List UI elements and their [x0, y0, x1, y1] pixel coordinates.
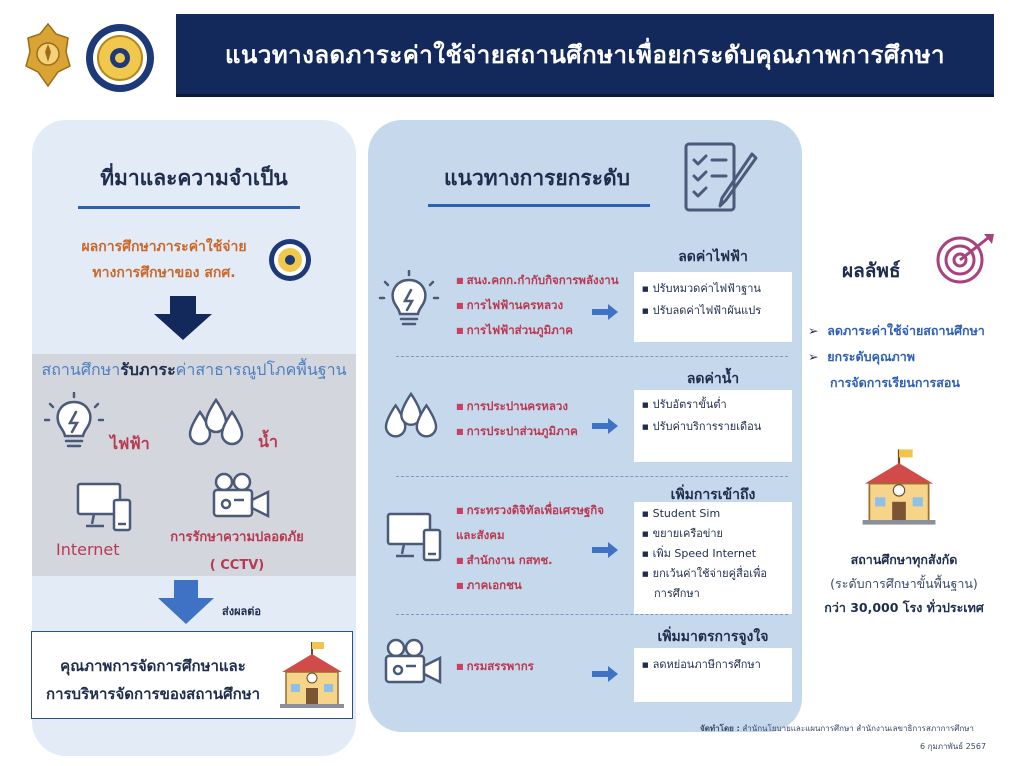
- checklist-pen-icon: [684, 142, 758, 212]
- source-line-2: ทางการศึกษาของ สกศ.: [92, 265, 236, 281]
- water-drops-section-icon: [384, 392, 438, 438]
- credit-label: จัดทำโดย :: [700, 724, 740, 733]
- action-item: ลดหย่อนภาษีการศึกษา: [634, 654, 792, 676]
- access-actions-box: Student Sim ขยายเครือข่าย เพิ่ม Speed In…: [634, 502, 792, 614]
- page-title: แนวทางลดภาระค่าใช้จ่ายสถานศึกษาเพื่อยกระ…: [224, 40, 946, 69]
- security-line-1: การรักษาความปลอดภัย: [170, 530, 304, 545]
- cctv-camera-icon: [212, 472, 270, 519]
- result-text: คุณภาพการจัดการศึกษาและ การบริหารจัดการข…: [40, 652, 266, 708]
- outcome-item: ➢ ลดภาระค่าใช้จ่ายสถานศึกษา: [808, 323, 985, 338]
- arrow-down-icon: [154, 296, 212, 340]
- action-item: ปรับค่าบริการรายเดือน: [634, 416, 792, 438]
- internet-label: Internet: [56, 540, 120, 559]
- school-line-2: (ระดับการศึกษาขั้นพื้นฐาน): [830, 576, 978, 591]
- computer-section-icon: [386, 512, 442, 562]
- agency-item: กรมสรรพากร: [456, 654, 534, 679]
- school-building-icon: [862, 449, 936, 525]
- impact-label: ส่งผลต่อ: [222, 605, 262, 618]
- cctv-camera-section-icon: [384, 638, 442, 685]
- agency-item: ภาคเอกชน: [456, 573, 604, 598]
- middle-panel-title: แนวทางการยกระดับ: [444, 166, 630, 190]
- action-item-continued: การศึกษา: [654, 587, 700, 600]
- agency-item: การประปานครหลวง: [456, 394, 578, 419]
- arrow-right-icon: [592, 542, 618, 558]
- agency-item: การไฟฟ้าส่วนภูมิภาค: [456, 318, 619, 343]
- action-item: ปรับอัตราขั้นต่ำ: [634, 394, 792, 416]
- water-drops-icon: [188, 398, 244, 446]
- agency-item: การไฟฟ้านครหลวง: [456, 293, 619, 318]
- result-line-1: คุณภาพการจัดการศึกษาและ: [60, 657, 246, 675]
- agency-item: สนง.คกก.กำกับกิจการพลังงาน: [456, 268, 619, 293]
- action-item: ปรับหมวดค่าไฟฟ้าฐาน: [634, 278, 792, 300]
- computer-icon: [76, 482, 132, 532]
- header-banner: แนวทางลดภาระค่าใช้จ่ายสถานศึกษาเพื่อยกระ…: [176, 14, 994, 97]
- onec-seal-icon: [86, 24, 154, 92]
- section-divider: [396, 476, 788, 477]
- utilities-band: [32, 354, 356, 576]
- arrow-right-icon: [592, 418, 618, 434]
- section-title-water: ลดค่าน้ำ: [686, 371, 740, 387]
- electricity-agencies: สนง.คกก.กำกับกิจการพลังงาน การไฟฟ้านครหล…: [456, 268, 619, 343]
- ministry-emblem-icon: [25, 22, 71, 88]
- source-text: ผลการศึกษาภาระค่าใช้จ่าย ทางการศึกษาของ …: [62, 234, 266, 286]
- date-label: 6 กุมภาพันธ์ 2567: [920, 742, 987, 751]
- burden-suffix: ค่าสาธารณูปโภคพื้นฐาน: [175, 360, 347, 379]
- action-item: เพิ่ม Speed Internet: [634, 544, 792, 564]
- school-summary: สถานศึกษาทุกสังกัด (ระดับการศึกษาขั้นพื้…: [810, 548, 998, 620]
- lightbulb-section-icon: [378, 270, 440, 326]
- action-item: ปรับลดค่าไฟฟ้าผันแปร: [634, 300, 792, 322]
- incentive-agencies: กรมสรรพากร: [456, 654, 534, 679]
- outcome-title: ผลลัพธ์: [842, 260, 901, 282]
- action-item: ขยายเครือข่าย: [634, 524, 792, 544]
- incentive-actions-box: ลดหย่อนภาษีการศึกษา: [634, 648, 792, 702]
- security-label: การรักษาความปลอดภัย ( CCTV): [154, 524, 320, 580]
- action-item: ยกเว้นค่าใช้จ่ายคู่สื่อเพื่อ: [634, 564, 792, 584]
- electricity-label: ไฟฟ้า: [110, 434, 150, 453]
- onec-seal-small-icon: [269, 239, 311, 281]
- agency-item: การประปาส่วนภูมิภาค: [456, 419, 578, 444]
- source-line-1: ผลการศึกษาภาระค่าใช้จ่าย: [81, 239, 247, 255]
- burden-prefix: สถานศึกษา: [41, 360, 121, 379]
- action-item: Student Sim: [634, 504, 792, 524]
- credit-text: สำนักนโยบายและแผนการศึกษา สำนักงานเลขาธิ…: [742, 724, 974, 733]
- agency-item: กระทรวงดิจิทัลเพื่อเศรษฐกิจ: [456, 498, 604, 523]
- outcome-text: ยกระดับคุณภาพ: [827, 349, 916, 364]
- arrow-right-icon: [592, 304, 618, 320]
- school-line-1: สถานศึกษาทุกสังกัด: [850, 552, 958, 567]
- credit-line: จัดทำโดย : สำนักนโยบายและแผนการศึกษา สำน…: [700, 722, 1000, 735]
- section-title-electricity: ลดค่าไฟฟ้า: [678, 249, 748, 265]
- water-agencies: การประปานครหลวง การประปาส่วนภูมิภาค: [456, 394, 578, 444]
- outcome-item: ➢ ยกระดับคุณภาพ: [808, 349, 916, 364]
- lightbulb-icon: [44, 392, 104, 448]
- electricity-actions-box: ปรับหมวดค่าไฟฟ้าฐาน ปรับลดค่าไฟฟ้าผันแปร: [634, 272, 792, 342]
- left-panel-title: ที่มาและความจำเป็น: [100, 166, 288, 190]
- water-label: น้ำ: [258, 432, 278, 451]
- school-line-3: กว่า 30,000 โรง ทั่วประเทศ: [824, 600, 984, 615]
- arrow-down-light-icon: [158, 580, 214, 624]
- agency-item-continued: และสังคม: [456, 528, 505, 542]
- access-agencies: กระทรวงดิจิทัลเพื่อเศรษฐกิจ และสังคม สำน…: [456, 498, 604, 598]
- section-divider: [396, 356, 788, 357]
- section-divider: [396, 614, 788, 615]
- burden-bold: รับภาระ: [120, 360, 176, 379]
- outcome-text: ลดภาระค่าใช้จ่ายสถานศึกษา: [827, 323, 985, 338]
- water-actions-box: ปรับอัตราขั้นต่ำ ปรับค่าบริการรายเดือน: [634, 390, 792, 462]
- security-line-2: ( CCTV): [209, 558, 265, 573]
- left-title-underline: [78, 206, 300, 209]
- middle-title-underline: [428, 204, 650, 207]
- outcome-text-continued: การจัดการเรียนการสอน: [830, 375, 960, 390]
- outcome-list: ➢ ลดภาระค่าใช้จ่ายสถานศึกษา ➢ ยกระดับคุณ…: [808, 318, 985, 396]
- agency-item: สำนักงาน กสทช.: [456, 548, 604, 573]
- result-line-2: การบริหารจัดการของสถานศึกษา: [45, 685, 260, 703]
- burden-text: สถานศึกษารับภาระค่าสาธารณูปโภคพื้นฐาน: [32, 358, 356, 383]
- target-icon: [936, 234, 994, 284]
- section-title-access: เพิ่มการเข้าถึง: [670, 487, 756, 503]
- section-title-incentive: เพิ่มมาตรการจูงใจ: [657, 629, 769, 645]
- school-building-small-icon: [280, 642, 344, 708]
- arrow-right-icon: [592, 666, 618, 682]
